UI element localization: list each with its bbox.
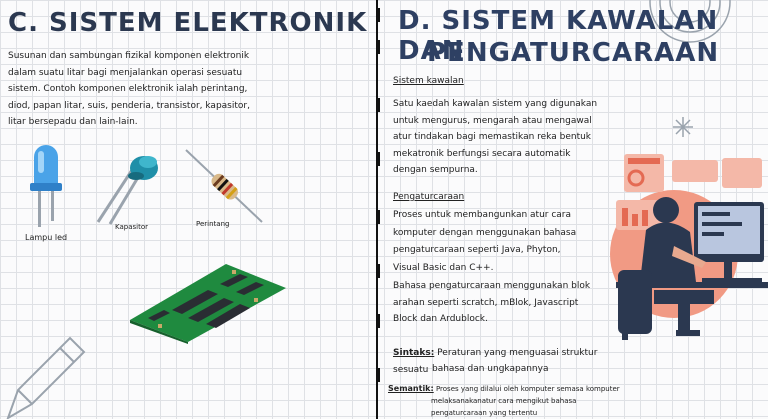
pengaturcaraan-text-a: Proses untuk membangunkan atur cara komp… bbox=[393, 207, 603, 277]
semantik-term: Semantik: bbox=[388, 384, 434, 393]
resistor-illustration bbox=[185, 149, 263, 223]
text-line: untuk mengurus, mengarah atau mengawal bbox=[393, 115, 592, 126]
text-line: arahan seperti scratch, mBlok, Javascrip… bbox=[393, 297, 579, 308]
pengaturcaraan-heading: Pengaturcaraan bbox=[393, 192, 465, 202]
side-bar bbox=[376, 40, 380, 54]
desc-line: litar bersepadu dan lain-lain. bbox=[8, 117, 138, 127]
kawalan-heading: Sistem kawalan bbox=[393, 76, 464, 86]
desc-line: dalam suatu litar bagi menjalankan opera… bbox=[8, 67, 243, 78]
led-illustration bbox=[30, 145, 62, 227]
pengaturcaraan-text-b: Bahasa pengaturcaraan menggunakan blok a… bbox=[393, 278, 608, 328]
desc-line: diod, papan litar, suis, penderia, trans… bbox=[8, 100, 250, 111]
capacitor-label: Kapasitor bbox=[115, 223, 148, 231]
text-line: pengaturcaraan seperti Java, Phyton, bbox=[393, 245, 561, 255]
page-divider bbox=[376, 0, 378, 419]
kawalan-text: Satu kaedah kawalan sistem yang digunaka… bbox=[393, 96, 603, 179]
resistor-label: Perintang bbox=[196, 220, 230, 228]
section-c-description: Susunan dan sambungan fizikal komponen e… bbox=[8, 48, 368, 131]
semantik-line2: melaksanakanatur cara mengikut bahasa bbox=[431, 397, 577, 405]
text-line: komputer dengan menggunakan bahasa bbox=[393, 227, 577, 238]
text-line: Satu kaedah kawalan sistem yang digunaka… bbox=[393, 99, 598, 109]
side-bar bbox=[376, 210, 380, 224]
circuit-board-illustration bbox=[130, 264, 286, 344]
side-bar bbox=[376, 314, 380, 328]
text-line: dengan sempurna. bbox=[393, 165, 478, 175]
sintaks-term: Sintaks: bbox=[393, 348, 435, 358]
pencil-doodle bbox=[6, 336, 86, 419]
text-line: mekatronik berfungsi secara automatik bbox=[393, 148, 571, 159]
sintaks-line2: bahasa dan ungkapannya bbox=[432, 364, 549, 374]
text-line: atur tindakan bagi memastikan reka bentu… bbox=[393, 132, 592, 142]
text-line: Block dan Ardublock. bbox=[393, 314, 488, 324]
section-c-title: C. SISTEM ELEKTRONIK bbox=[8, 8, 368, 38]
text-line: Proses untuk membangunkan atur cara bbox=[393, 210, 572, 220]
semantik-line1: Proses yang dilalui oleh komputer semasa… bbox=[435, 385, 620, 393]
sintaks-definition: Sintaks: Peraturan yang menguasai strukt… bbox=[393, 345, 633, 378]
text-line: Bahasa pengaturcaraan menggunakan blok bbox=[393, 281, 591, 291]
capacitor-illustration bbox=[96, 156, 158, 225]
sintaks-line1: Peraturan yang menguasai struktur sesuat… bbox=[393, 348, 598, 375]
led-label: Lampu led bbox=[25, 233, 68, 242]
semantik-definition: Semantik: Proses yang dilalui oleh kompu… bbox=[388, 383, 638, 395]
swirl-doodle bbox=[649, 0, 731, 43]
side-bar bbox=[376, 8, 380, 22]
desc-line: sistem. Contoh komponen elektronik ialah… bbox=[8, 84, 248, 94]
star-doodle bbox=[673, 117, 693, 137]
section-d-title-line1: D. SISTEM KAWALAN DAN bbox=[398, 6, 719, 66]
side-bar bbox=[376, 368, 380, 382]
side-bar bbox=[376, 98, 380, 112]
section-d-title-line2: PENGATURCARAAN bbox=[427, 38, 720, 68]
text-line: Visual Basic dan C++. bbox=[393, 262, 494, 273]
programmer-illustration bbox=[610, 154, 768, 340]
desc-line: Susunan dan sambungan fizikal komponen e… bbox=[8, 51, 250, 61]
semantik-line3: pengaturcaraan yang tertentu bbox=[431, 409, 538, 417]
side-bar bbox=[376, 264, 380, 278]
side-bar bbox=[376, 152, 380, 166]
